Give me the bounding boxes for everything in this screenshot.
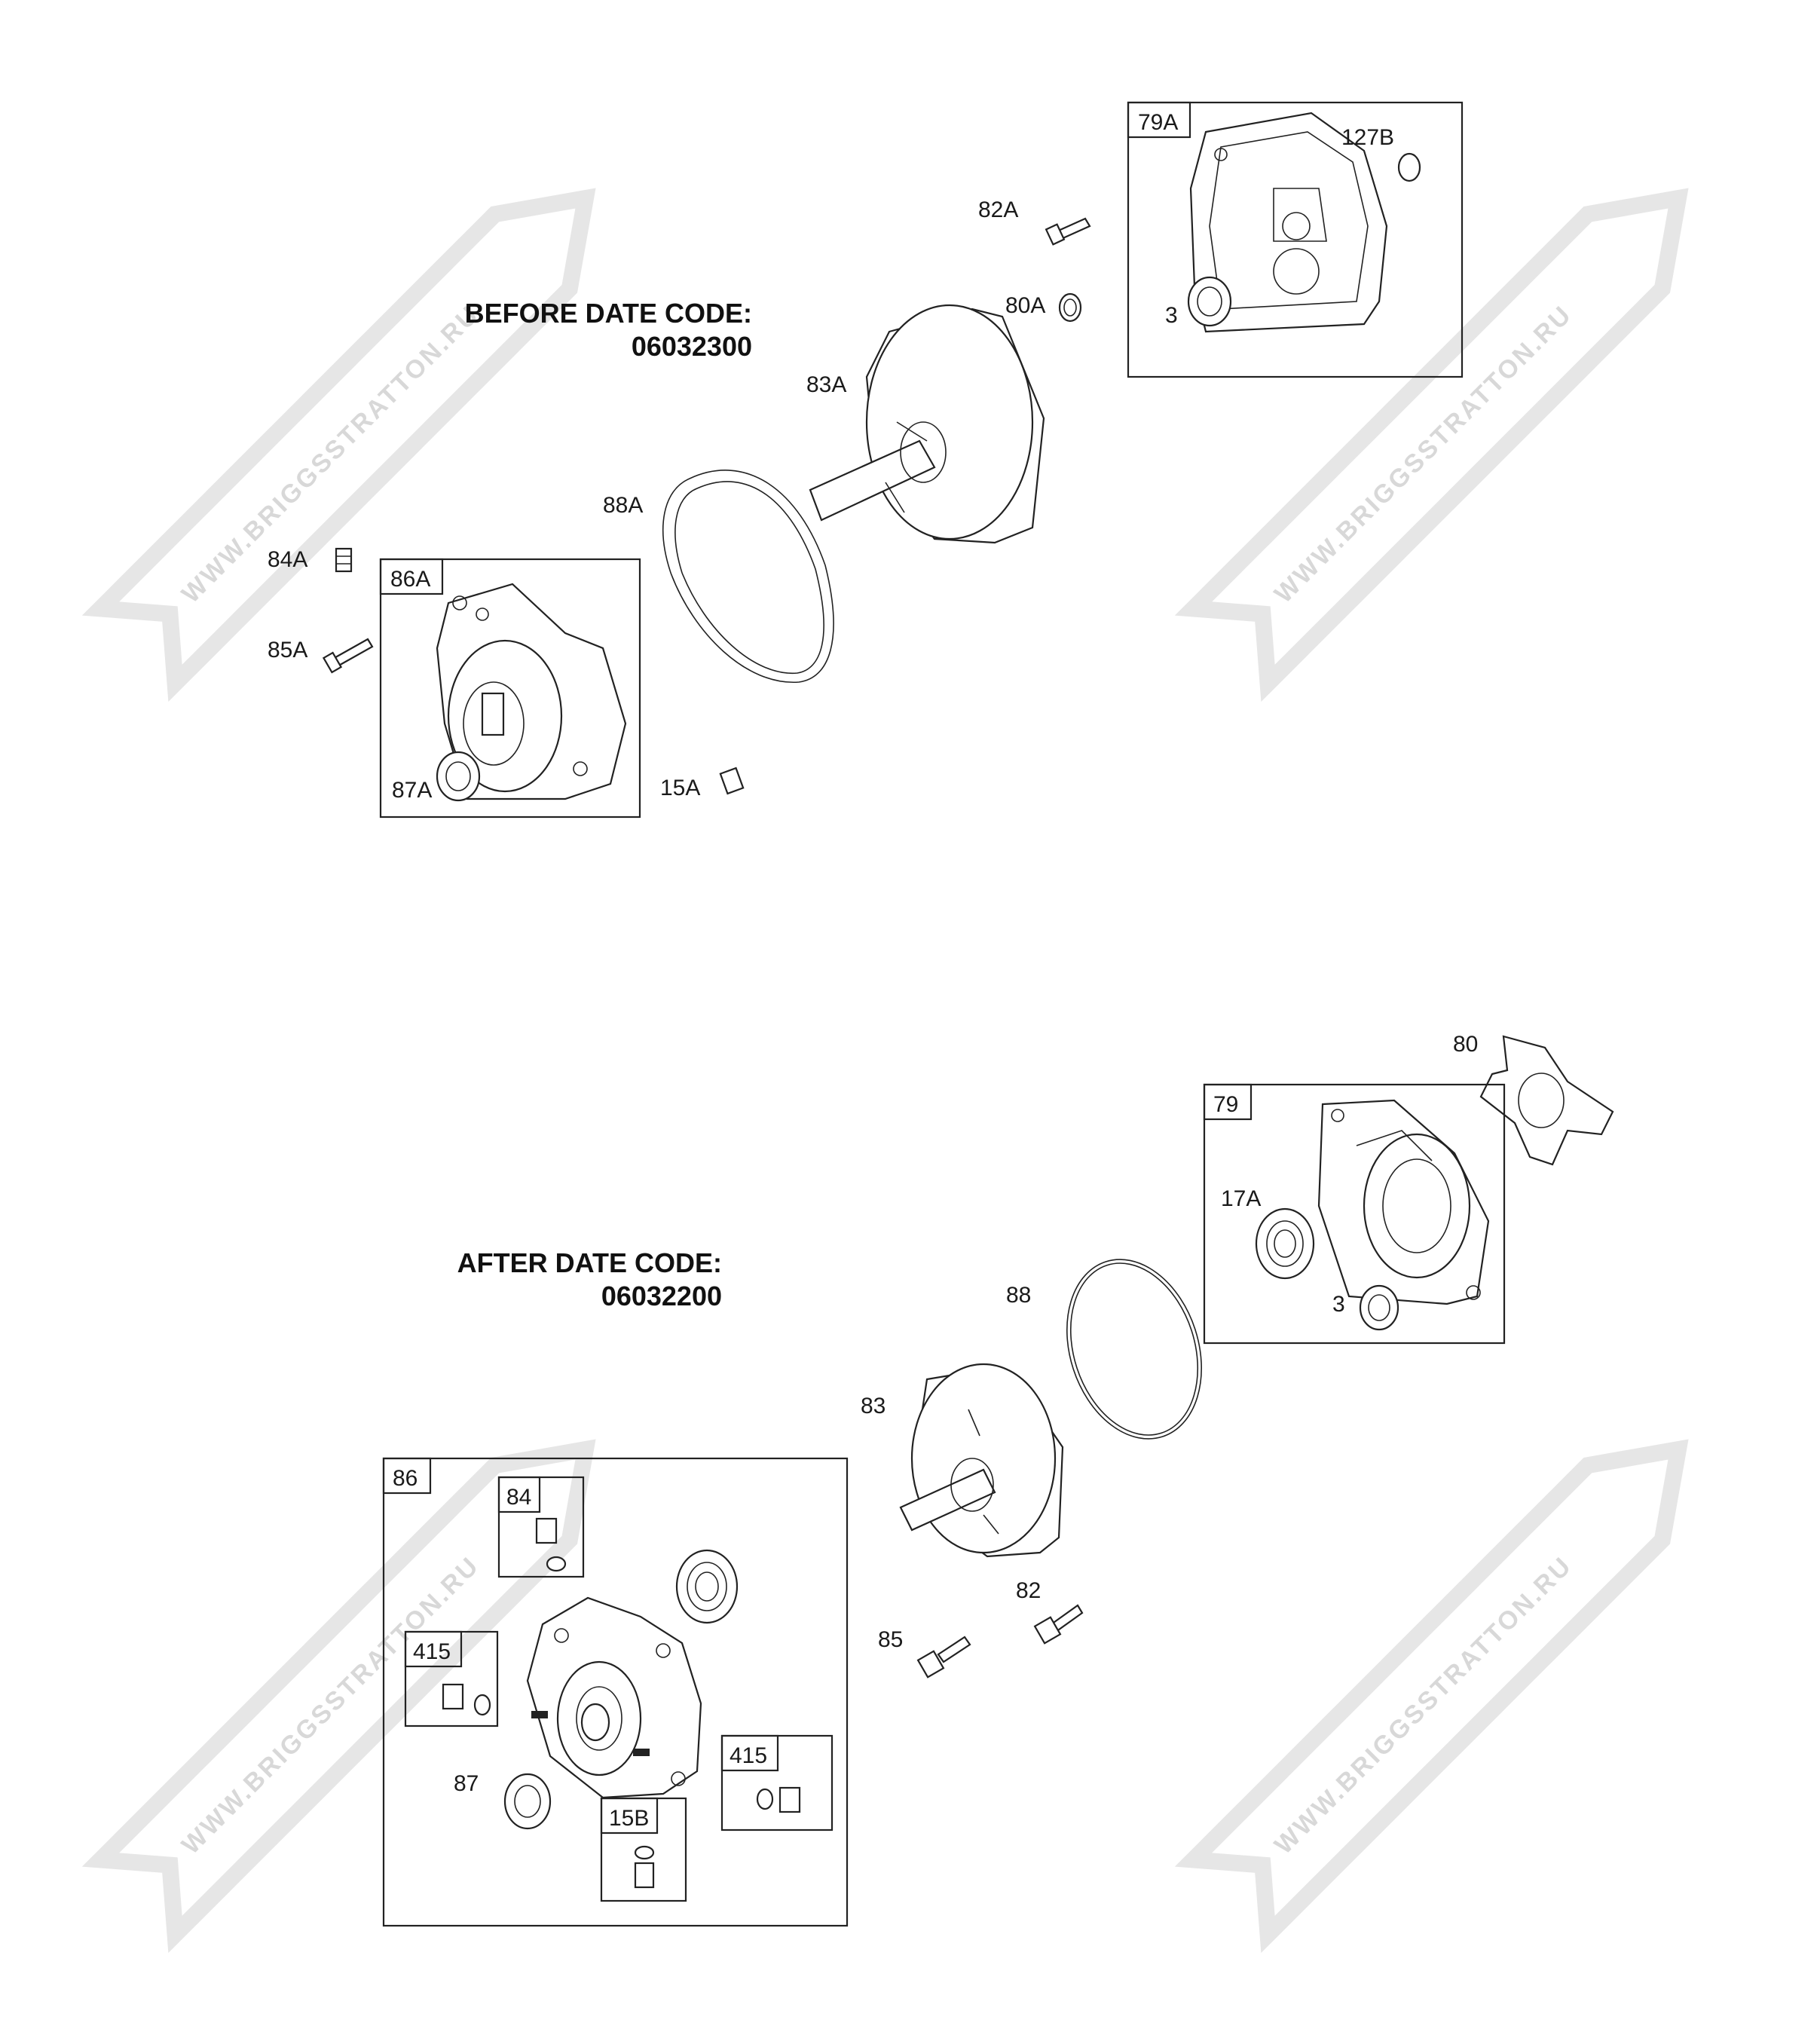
watermark-text: WWW.BRIGGSSTRATTON.RU [1269, 300, 1578, 609]
oil-seal-87 [503, 1773, 552, 1830]
callout-3-top: 3 [1165, 303, 1178, 328]
callout-15A: 15A [660, 776, 700, 800]
before-heading-line2: 06032300 [632, 331, 752, 362]
callout-17A: 17A [1221, 1186, 1261, 1211]
gasket-80 [1479, 1035, 1614, 1166]
watermark-text: WWW.BRIGGSSTRATTON.RU [176, 1551, 485, 1860]
plug-15B [634, 1845, 655, 1889]
bolt-85 [916, 1636, 971, 1678]
oil-seal-87A [436, 751, 481, 802]
box-86: 86 84 415 [382, 1457, 849, 1927]
plug-127B [1397, 152, 1421, 182]
plug-84A [335, 547, 353, 573]
box-84 [497, 1476, 585, 1578]
callout-87: 87 [454, 1771, 479, 1796]
after-heading-line2: 06032200 [601, 1281, 722, 1311]
oil-seal-3-bottom [1359, 1284, 1399, 1331]
oil-seal-3-top [1187, 276, 1232, 327]
box-79A: 79A 127B 3 [1127, 101, 1464, 378]
box-86A: 86A 87A [379, 558, 641, 819]
drum-83A [809, 304, 1045, 544]
o-ring-88 [1066, 1259, 1202, 1440]
box-label-15B: 15B [609, 1806, 649, 1831]
callout-3-bottom: 3 [1332, 1292, 1345, 1317]
box-79: 79 17A 3 [1203, 1083, 1506, 1345]
callout-83: 83 [861, 1394, 886, 1418]
watermark-text: WWW.BRIGGSSTRATTON.RU [1269, 1551, 1578, 1860]
plug-415-left [442, 1683, 491, 1716]
plug-84 [535, 1517, 567, 1572]
box-label-415-left: 415 [413, 1639, 451, 1664]
before-heading-line1: BEFORE DATE CODE: [465, 298, 752, 329]
gasket-88A [662, 470, 834, 683]
callout-85A: 85A [268, 638, 307, 663]
callout-84A: 84A [268, 547, 307, 572]
callout-127B: 127B [1341, 125, 1394, 150]
box-label-79A: 79A [1138, 110, 1178, 135]
watermark-text: WWW.BRIGGSSTRATTON.RU [176, 300, 485, 609]
bolt-85A [322, 638, 374, 674]
watermark-top-left: WWW.BRIGGSSTRATTON.RU [81, 188, 596, 702]
callout-82: 82 [1016, 1578, 1041, 1603]
bolt-82 [1033, 1604, 1084, 1645]
drum-83 [899, 1363, 1064, 1558]
crankcase-cover-79 [1317, 1099, 1490, 1305]
box-label-86A: 86A [390, 567, 430, 592]
callout-80: 80 [1453, 1032, 1478, 1057]
box-label-79: 79 [1213, 1092, 1238, 1117]
callout-88: 88 [1006, 1283, 1031, 1308]
callout-88A: 88A [603, 493, 643, 518]
housing-86 [526, 1596, 702, 1799]
callout-87A: 87A [392, 778, 432, 803]
bearing-housing [675, 1549, 739, 1624]
callout-85: 85 [878, 1627, 903, 1652]
callout-83A: 83A [806, 372, 846, 397]
housing-86A [436, 583, 627, 800]
plug-415-right [756, 1786, 801, 1813]
crankcase-cover-79A [1189, 112, 1388, 333]
watermark-bottom-right: WWW.BRIGGSSTRATTON.RU [1174, 1439, 1689, 1954]
callout-82A: 82A [978, 197, 1018, 222]
box-label-84: 84 [506, 1485, 531, 1510]
box-label-415-right: 415 [730, 1743, 767, 1768]
after-heading-line1: AFTER DATE CODE: [457, 1247, 722, 1278]
box-label-86: 86 [393, 1466, 418, 1491]
bearing-17A [1255, 1207, 1315, 1280]
washer-80A [1058, 292, 1082, 323]
plug-15A [719, 767, 745, 795]
bolt-82A [1045, 217, 1091, 246]
callout-80A: 80A [1005, 293, 1045, 318]
